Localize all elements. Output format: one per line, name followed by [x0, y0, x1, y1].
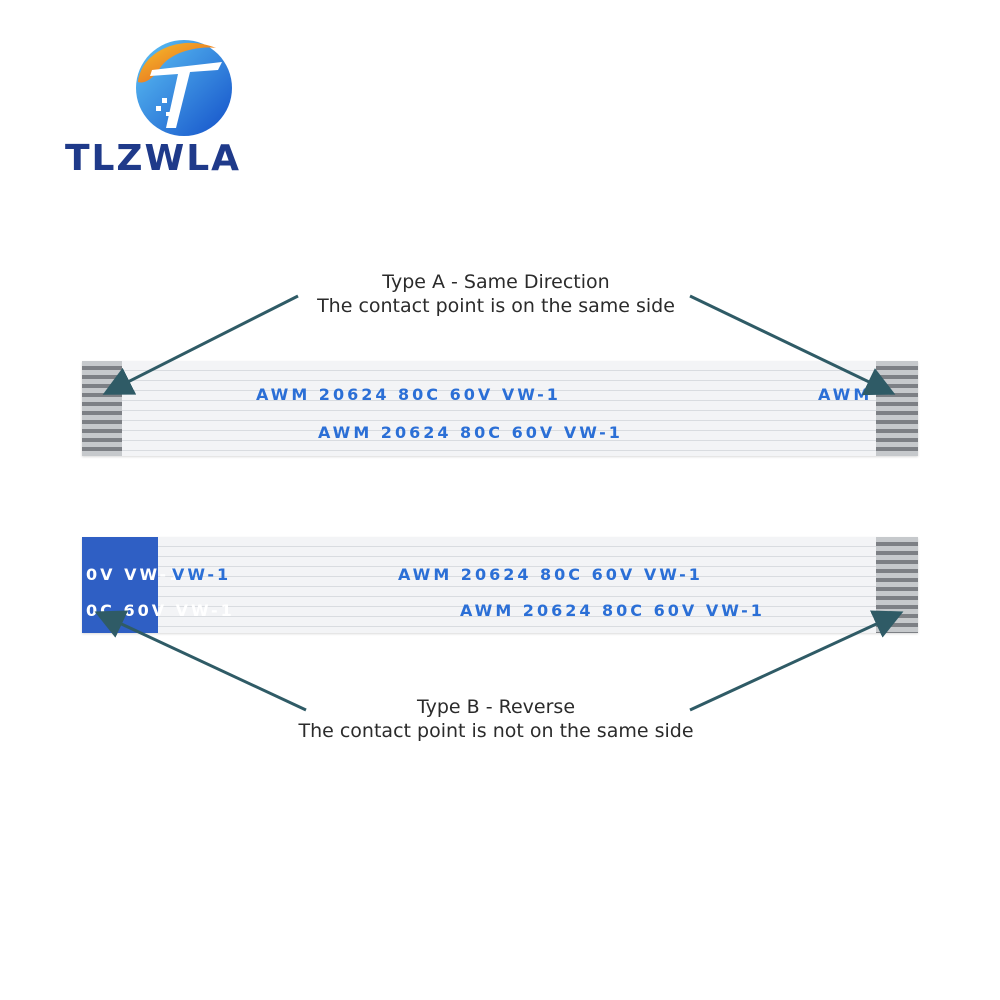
caption-type-b-description: The contact point is not on the same sid…: [298, 720, 694, 742]
cable-print-fragment: VW-1: [172, 565, 232, 584]
cable-print-text: AWM 20624 80C 60V VW-1: [460, 601, 765, 620]
contact-pads-right: [876, 361, 918, 456]
globe-icon: [136, 40, 232, 136]
cable-print-fragment: 0C 60V VW-1: [86, 601, 235, 620]
contact-pads-right: [876, 537, 918, 633]
ffc-cable-type-b: 0V VW-1 VW-1 AWM 20624 80C 60V VW-1 0C 6…: [82, 537, 918, 633]
cable-print-fragment: 0V VW-1: [86, 565, 184, 584]
caption-type-b: Type B - Reverse The contact point is no…: [196, 695, 796, 743]
brand-name: TLZWLA: [64, 138, 242, 179]
brand-logo: TLZWLA: [28, 36, 278, 179]
caption-type-a: Type A - Same Direction The contact poin…: [196, 270, 796, 318]
cable-print-fragment: AWM: [818, 385, 873, 404]
ffc-cable-type-a: AWM 20624 80C 60V VW-1 AWM 20624 80C 60V…: [82, 361, 918, 456]
caption-type-b-title: Type B - Reverse: [416, 696, 576, 718]
cable-print-text: AWM 20624 80C 60V VW-1: [398, 565, 703, 584]
caption-type-a-title: Type A - Same Direction: [382, 271, 610, 293]
caption-type-a-description: The contact point is on the same side: [317, 295, 675, 317]
cable-print-text: AWM 20624 80C 60V VW-1: [256, 385, 561, 404]
contact-pads-left: [82, 361, 122, 456]
cable-print-text: AWM 20624 80C 60V VW-1: [318, 423, 623, 442]
